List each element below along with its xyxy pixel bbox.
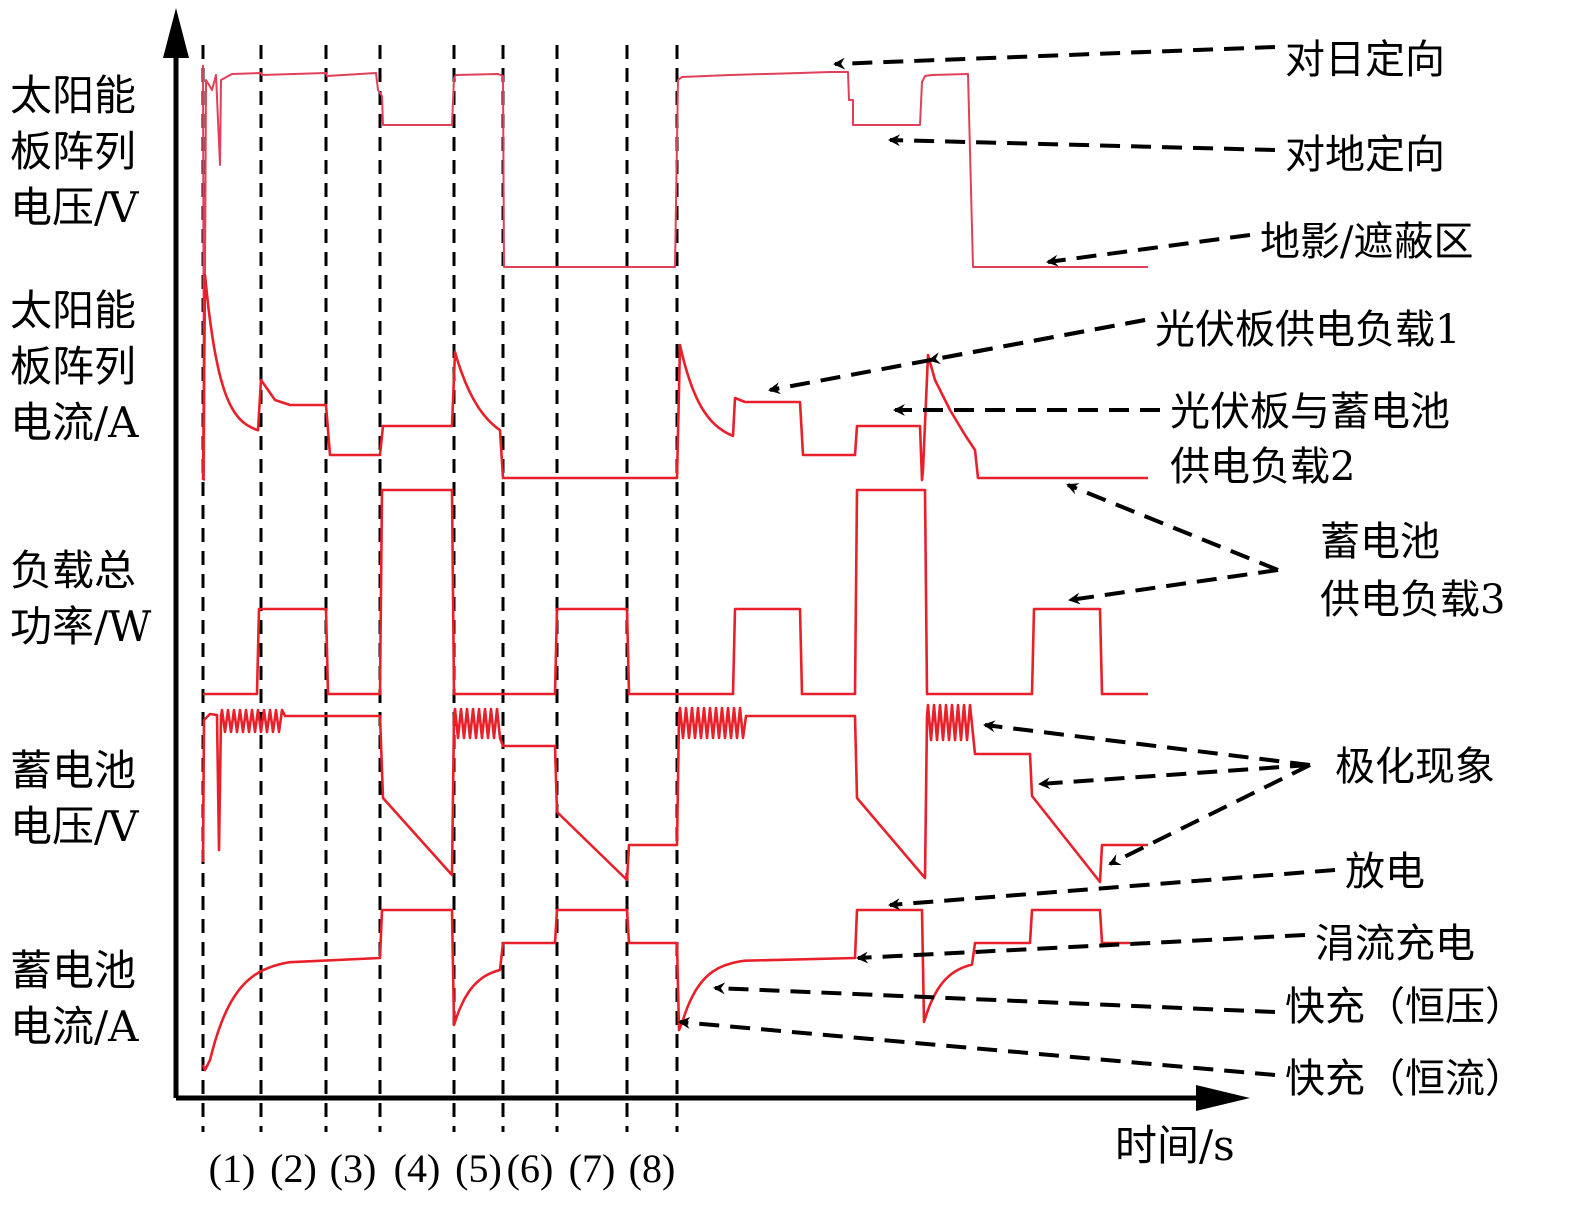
annotation-label-2: 对地定向 bbox=[1285, 132, 1445, 178]
annotation-arrow bbox=[713, 982, 1276, 1014]
row-label-4-line-2: 电压/V bbox=[10, 802, 139, 851]
period-label: (2) bbox=[270, 1146, 317, 1191]
axes bbox=[163, 8, 1250, 1111]
annotation-arrow bbox=[888, 868, 1336, 911]
period-label: (6) bbox=[507, 1146, 554, 1191]
annotation-label-3: 地影/遮蔽区 bbox=[1260, 219, 1473, 265]
annotation-label-8: 放电 bbox=[1345, 849, 1425, 895]
battery-current-trace bbox=[201, 908, 1130, 1072]
row-label-2-line-2: 板阵列 bbox=[10, 342, 136, 391]
period-label: (8) bbox=[629, 1146, 676, 1191]
x-axis-label: 时间/s bbox=[1115, 1121, 1235, 1170]
period-label: (1) bbox=[209, 1146, 256, 1191]
annotation-label-1: 对日定向 bbox=[1285, 37, 1445, 83]
row-label-1-line-3: 电压/V bbox=[10, 183, 139, 232]
annotation-arrow bbox=[856, 933, 1306, 964]
y-axis-arrow bbox=[163, 8, 189, 58]
annotation-arrow bbox=[1066, 483, 1279, 572]
annotation-arrow bbox=[983, 720, 1311, 767]
period-labels: (1) (2) (3) (4) (5)(6) (7) (8) bbox=[209, 1146, 676, 1191]
x-axis-arrow bbox=[1196, 1085, 1250, 1111]
solar-current-trace bbox=[201, 273, 1148, 482]
annotation-arrow bbox=[1046, 233, 1251, 267]
annotation-arrow bbox=[1038, 763, 1311, 790]
period-label: (7) bbox=[569, 1146, 616, 1191]
annotation-label-6: 供电负载3 bbox=[1320, 577, 1505, 623]
annotation-label-7: 极化现象 bbox=[1335, 744, 1495, 790]
row-label-1-line-1: 太阳能 bbox=[10, 71, 136, 120]
annotation-arrow bbox=[678, 1016, 1276, 1077]
row-label-1-line-2: 板阵列 bbox=[10, 127, 136, 176]
annotation-label-9: 涓流充电 bbox=[1315, 921, 1475, 967]
annotation-label-4: 光伏板供电负载1 bbox=[1155, 307, 1460, 353]
row-label-5-line-2: 电流/A bbox=[10, 1002, 139, 1051]
annotation-label-5: 光伏板与蓄电池 bbox=[1170, 389, 1450, 435]
period-dividers bbox=[201, 45, 679, 1132]
annotation-arrow bbox=[888, 134, 1276, 152]
traces bbox=[201, 64, 1148, 1072]
load-power-trace bbox=[203, 488, 1148, 696]
solar-voltage-trace bbox=[202, 64, 1148, 481]
annotation-arrow bbox=[1108, 763, 1311, 866]
row-label-3-line-1: 负载总 bbox=[10, 546, 136, 595]
row-label-3-line-2: 功率/W bbox=[10, 602, 152, 651]
row-labels: 太阳能板阵列电压/V太阳能板阵列电流/A负载总功率/W蓄电池电压/V蓄电池电流/… bbox=[10, 71, 152, 1051]
annotation-label-11: 快充（恒流） bbox=[1285, 1056, 1525, 1102]
period-label: (5) bbox=[455, 1146, 502, 1191]
row-label-2-line-3: 电流/A bbox=[10, 398, 139, 447]
annotation-arrow bbox=[833, 45, 1276, 70]
annotation-label-10: 快充（恒压） bbox=[1285, 984, 1525, 1030]
row-label-5-line-1: 蓄电池 bbox=[10, 946, 136, 995]
period-label: (3) bbox=[330, 1146, 377, 1191]
battery-voltage-trace bbox=[201, 703, 1148, 884]
row-label-4-line-1: 蓄电池 bbox=[10, 746, 136, 795]
annotation-arrow bbox=[1068, 568, 1279, 605]
annotation-arrow bbox=[928, 318, 1146, 365]
annotation-label-6: 蓄电池 bbox=[1320, 519, 1440, 565]
annotation-label-5: 供电负载2 bbox=[1170, 444, 1355, 490]
row-label-2-line-1: 太阳能 bbox=[10, 286, 136, 335]
period-label: (4) bbox=[394, 1146, 441, 1191]
